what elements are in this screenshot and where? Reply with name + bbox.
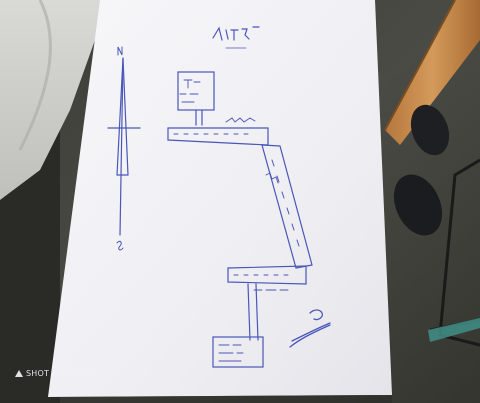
shoe-lower	[393, 174, 443, 236]
teal-strip	[428, 318, 480, 342]
wooden-plank	[385, 0, 480, 145]
north-line	[119, 57, 124, 236]
watermark-text: SHOT ON OPPO	[26, 369, 91, 378]
camera-watermark: SHOT ON OPPO	[15, 369, 90, 378]
camera-triangle-icon	[15, 370, 23, 377]
north-label	[117, 46, 123, 56]
signature	[289, 309, 331, 348]
road-label-top	[225, 117, 256, 123]
road-diagonal-dashes	[271, 159, 300, 247]
road-diagonal	[261, 144, 313, 269]
shoe-upper	[410, 104, 450, 156]
ink-drawing	[107, 26, 331, 368]
bottom-box-text	[218, 344, 244, 362]
paper-sheet	[48, 0, 392, 397]
paper-shadow	[46, 395, 392, 403]
building-text	[179, 79, 201, 103]
bottom-box	[212, 336, 264, 368]
road-label-side	[265, 172, 279, 184]
plank-edge	[384, 0, 456, 131]
north-arrow	[116, 57, 129, 176]
road-bottom	[227, 265, 307, 285]
heading-scribble	[212, 26, 260, 41]
cloth-fold	[18, 0, 52, 151]
metal-frame	[438, 158, 480, 347]
white-cloth	[0, 0, 120, 200]
south-label	[116, 240, 124, 251]
